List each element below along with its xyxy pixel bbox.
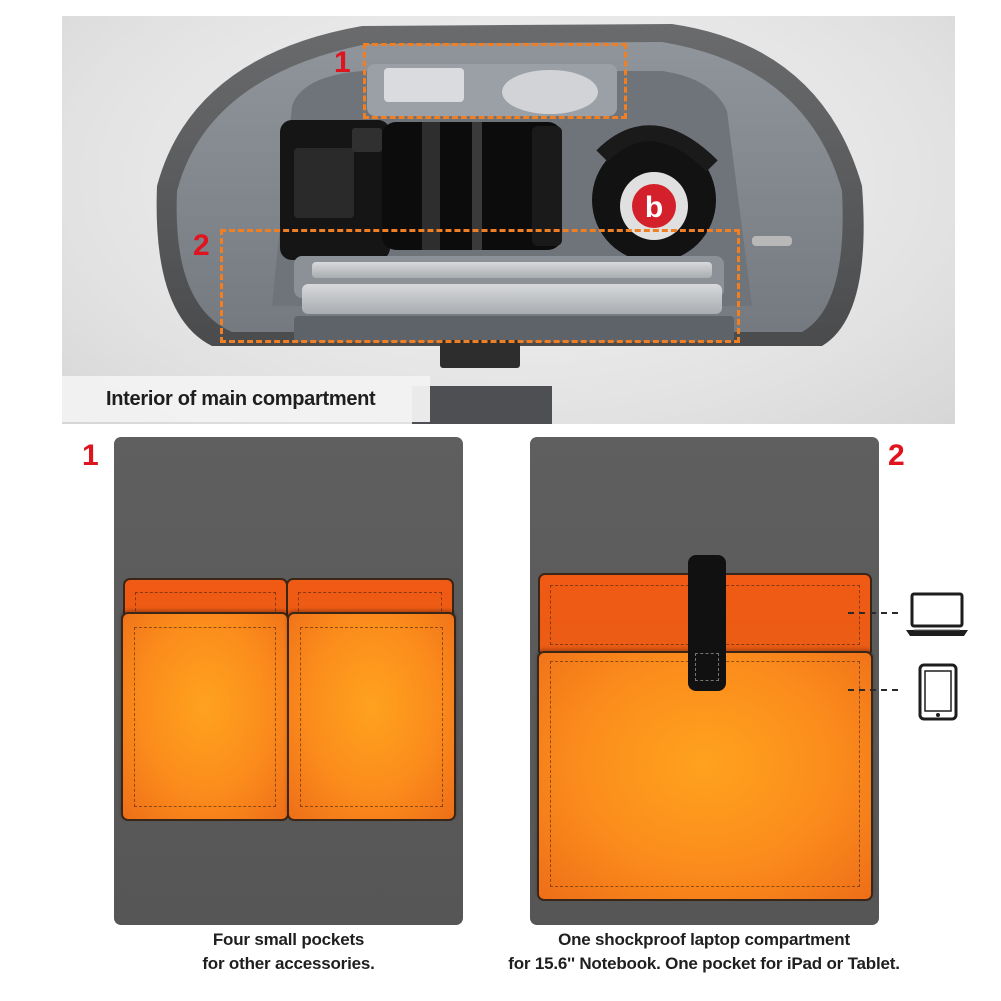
photo-callout-2: 2 [193,229,210,262]
panel-1-four-pockets [114,437,463,925]
panel-1-caption: Four small pockets for other accessories… [114,928,463,976]
photo-callout-1-box [363,43,627,119]
panel-2-caption: One shockproof laptop compartment for 15… [486,928,922,976]
panel-1-caption-line1: Four small pockets [212,930,365,949]
tablet-icon [918,663,958,726]
headphone-logo: b [645,191,663,224]
photo-caption: Interior of main compartment [62,376,430,422]
photo-callout-2-box [220,229,740,343]
front-pocket-left [121,612,289,821]
laptop-icon [904,592,970,643]
panel-1-caption-line2: for other accessories. [202,954,375,973]
laptop-leader-line [848,612,898,614]
velcro-strap [688,555,726,691]
bag-interior-photo: b [62,16,955,424]
tablet-leader-line [848,689,898,691]
photo-callout-1: 1 [334,46,351,79]
panel-1-number: 1 [82,439,99,472]
panel-2-caption-line1: One shockproof laptop compartment [558,930,850,949]
panel-2-number: 2 [888,439,905,472]
front-pocket-right [287,612,456,821]
panel-2-laptop-compartment [530,437,879,925]
panel-2-caption-line2: for 15.6'' Notebook. One pocket for iPad… [508,954,900,973]
